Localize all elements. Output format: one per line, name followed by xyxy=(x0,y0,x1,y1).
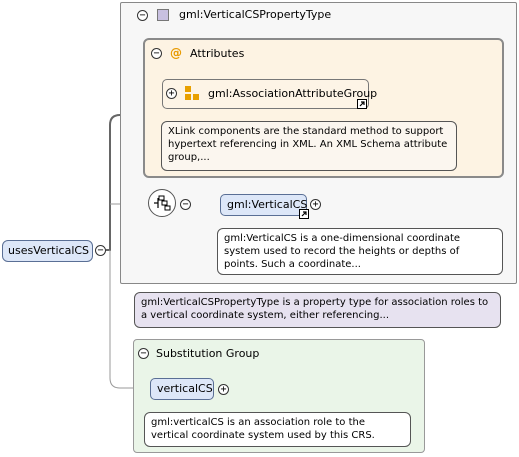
root-element[interactable]: usesVerticalCS xyxy=(2,240,93,262)
attribute-marker-icon: @ xyxy=(170,46,182,60)
substitution-element[interactable]: verticalCS xyxy=(150,378,214,400)
type-collapse-icon[interactable]: − xyxy=(137,10,148,21)
sequence-element-link-icon[interactable] xyxy=(299,209,309,219)
attribute-group-link-icon[interactable] xyxy=(357,99,367,109)
root-element-label: usesVerticalCS xyxy=(8,244,90,257)
type-label: gml:VerticalCSPropertyType xyxy=(179,8,332,21)
root-collapse-icon[interactable]: − xyxy=(95,245,106,256)
sequence-collapse-icon[interactable]: − xyxy=(180,199,191,210)
attributes-collapse-icon[interactable]: − xyxy=(151,48,162,59)
sequence-compositor-icon[interactable] xyxy=(148,189,176,217)
attribute-group-expand-icon[interactable]: + xyxy=(166,88,177,99)
type-icon xyxy=(157,9,169,21)
attribute-group-icon xyxy=(185,86,199,100)
attribute-group-label: gml:AssociationAttributeGroup xyxy=(208,87,378,100)
type-doc: gml:VerticalCSPropertyType is a property… xyxy=(134,292,501,328)
sequence-element[interactable]: gml:VerticalCS xyxy=(220,194,307,216)
substitution-element-doc: gml:verticalCS is an association role to… xyxy=(144,412,411,447)
attributes-heading: Attributes xyxy=(190,47,245,60)
substitution-heading: Substitution Group xyxy=(156,347,260,360)
attribute-group-doc: XLink components are the standard method… xyxy=(161,121,457,171)
sequence-element-expand-icon[interactable]: + xyxy=(310,199,321,210)
substitution-element-expand-icon[interactable]: + xyxy=(218,384,229,395)
line-root-to-type xyxy=(106,114,160,251)
substitution-element-label: verticalCS xyxy=(157,382,213,395)
sequence-element-label: gml:VerticalCS xyxy=(227,198,308,211)
line-root-to-substitution xyxy=(109,250,150,389)
substitution-collapse-icon[interactable]: − xyxy=(138,348,149,359)
sequence-element-doc: gml:VerticalCS is a one-dimensional coor… xyxy=(217,228,503,275)
